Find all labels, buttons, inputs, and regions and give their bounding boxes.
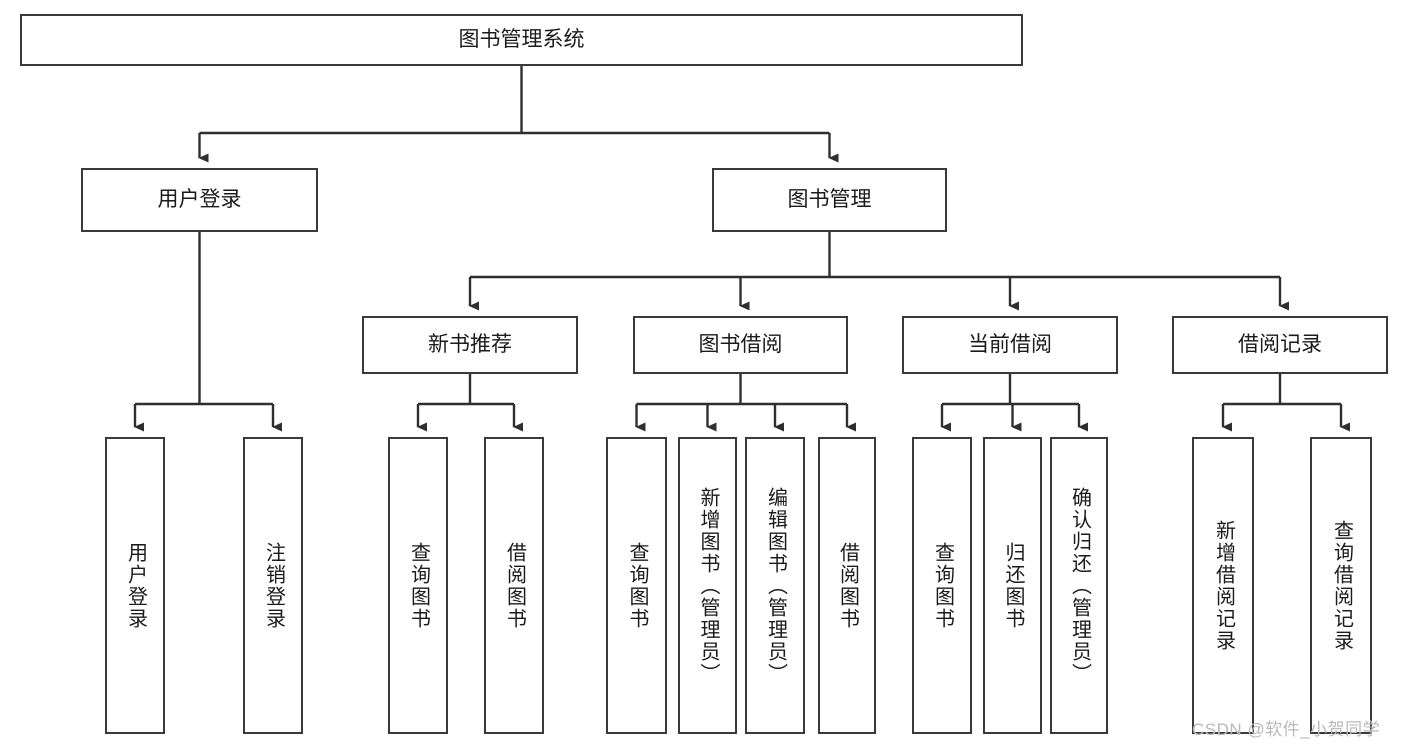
node-leaf-query-book-1[interactable]: 查询图书 [388, 437, 448, 734]
node-leaf-return-book-label: 归还图书 [1002, 541, 1024, 630]
node-leaf-edit-book-label: 编辑图书（管理员） [764, 486, 787, 685]
node-leaf-query-book-1-label: 查询图书 [407, 541, 430, 630]
node-leaf-user-login-label: 用户登录 [124, 541, 147, 630]
node-leaf-borrow-book-1-label: 借阅图书 [503, 541, 526, 630]
node-leaf-query-book-2-label: 查询图书 [626, 541, 648, 630]
node-leaf-query-book-3[interactable]: 查询图书 [912, 437, 972, 734]
node-new-book-recommend-label: 新书推荐 [428, 333, 512, 357]
node-leaf-borrow-book-1[interactable]: 借阅图书 [484, 437, 544, 734]
node-leaf-borrow-book-2[interactable]: 借阅图书 [818, 437, 876, 734]
csdn-watermark: CSDN @软件_小贺同学 [1192, 720, 1381, 739]
node-borrow-record-label: 借阅记录 [1238, 333, 1322, 357]
node-leaf-add-book[interactable]: 新增图书（管理员） [678, 437, 737, 734]
node-user-login-label: 用户登录 [157, 188, 242, 212]
node-leaf-user-login[interactable]: 用户登录 [105, 437, 165, 734]
node-leaf-add-borrow-record-label: 新增借阅记录 [1212, 519, 1235, 652]
node-leaf-logout-label: 注销登录 [262, 541, 285, 630]
node-book-manage[interactable]: 图书管理 [712, 168, 947, 232]
node-book-borrow-label: 图书借阅 [698, 333, 783, 357]
node-book-manage-label: 图书管理 [787, 188, 872, 212]
node-leaf-add-book-label: 新增图书（管理员） [697, 486, 719, 685]
node-root-label: 图书管理系统 [458, 28, 585, 52]
node-leaf-add-borrow-record[interactable]: 新增借阅记录 [1192, 437, 1254, 734]
node-user-login[interactable]: 用户登录 [81, 168, 318, 232]
node-leaf-logout[interactable]: 注销登录 [243, 437, 303, 734]
node-book-borrow[interactable]: 图书借阅 [633, 316, 848, 374]
node-new-book-recommend[interactable]: 新书推荐 [362, 316, 578, 374]
node-leaf-query-borrow-record[interactable]: 查询借阅记录 [1310, 437, 1372, 734]
node-leaf-confirm-return[interactable]: 确认归还（管理员） [1050, 437, 1108, 734]
node-leaf-query-book-3-label: 查询图书 [931, 541, 954, 630]
node-leaf-query-borrow-record-label: 查询借阅记录 [1330, 519, 1353, 652]
node-root[interactable]: 图书管理系统 [20, 14, 1023, 66]
node-current-borrow[interactable]: 当前借阅 [902, 316, 1118, 374]
node-leaf-confirm-return-label: 确认归还（管理员） [1068, 486, 1091, 685]
node-borrow-record[interactable]: 借阅记录 [1172, 316, 1388, 374]
node-leaf-edit-book[interactable]: 编辑图书（管理员） [745, 437, 805, 734]
node-leaf-borrow-book-2-label: 借阅图书 [836, 541, 859, 630]
node-leaf-return-book[interactable]: 归还图书 [983, 437, 1042, 734]
node-leaf-query-book-2[interactable]: 查询图书 [606, 437, 667, 734]
node-current-borrow-label: 当前借阅 [968, 333, 1052, 357]
